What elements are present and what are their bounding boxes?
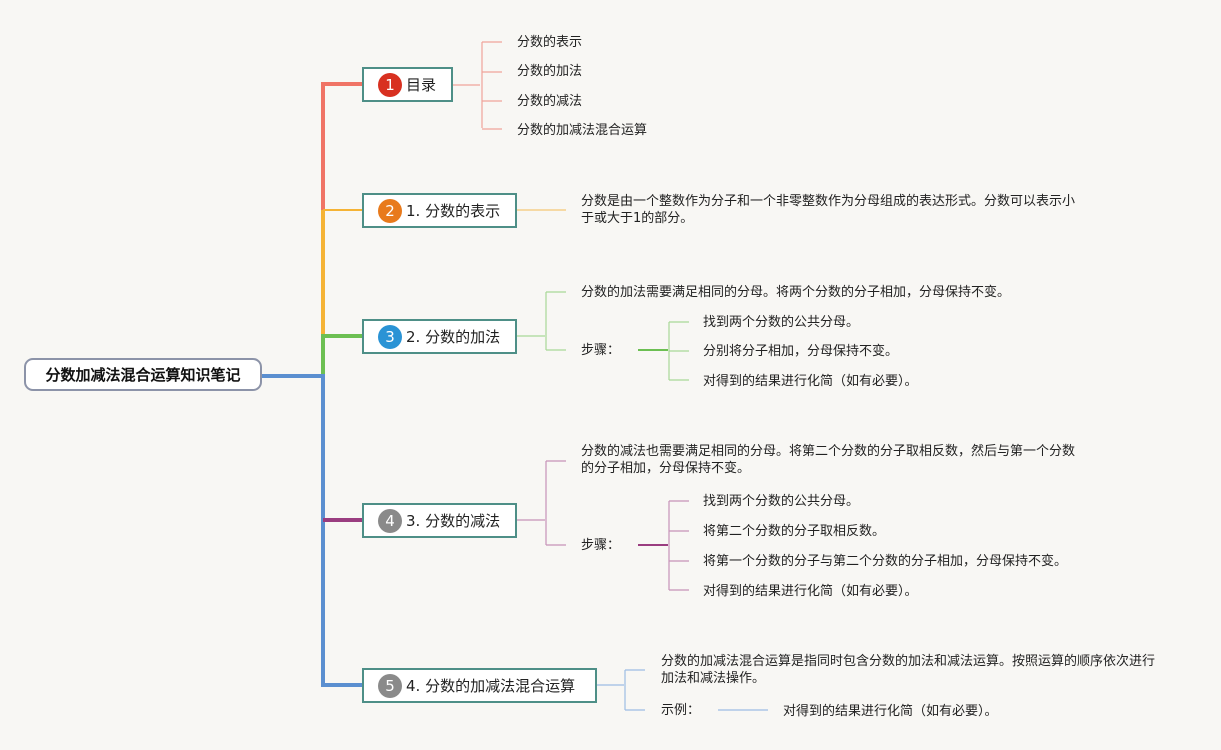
toc-item[interactable]: 分数的表示 [517,35,583,50]
topic4-connector [517,460,566,546]
topic3-steps-label: 步骤： [581,343,621,358]
topic4-steps-label: 步骤： [581,538,621,553]
toc-item[interactable]: 分数的减法 [517,94,583,109]
number-4-badge-icon: 4 [378,508,402,533]
topic4-step: 找到两个分数的公共分母。 [703,494,860,509]
topic3-step: 找到两个分数的公共分母。 [703,315,860,330]
topic2-description: 分数是由一个整数作为分子和一个非零整数作为分母组成的表达形式。分数可以表示小于或… [581,194,1076,226]
toc-item[interactable]: 分数的加法 [517,64,583,79]
root-topic[interactable]: 分数加减法混合运算知识笔记 [24,358,262,391]
topic4-step: 对得到的结果进行化简（如有必要）。 [703,584,918,599]
topic5-connector [597,669,645,711]
topic4-description: 分数的减法也需要满足相同的分母。将第二个分数的分子取相反数，然后与第一个分数的分… [581,444,1076,476]
toc-connector [453,41,502,130]
number-1-badge-icon: 1 [378,72,402,97]
topic3-step: 分别将分子相加，分母保持不变。 [703,344,899,359]
topic3-description: 分数的加法需要满足相同的分母。将两个分数的分子相加，分母保持不变。 [581,285,1011,300]
number-5-badge-icon: 5 [378,673,402,698]
topic-toc[interactable]: 1 目录 [362,67,453,102]
topic-label: 2. 分数的加法 [406,328,501,346]
topic-label: 4. 分数的加减法混合运算 [406,677,576,695]
topic-label: 1. 分数的表示 [406,202,501,220]
topic4-step: 将第一个分数的分子与第二个分数的分子相加，分母保持不变。 [703,554,1068,569]
topic5-example: 对得到的结果进行化简（如有必要）。 [783,704,998,719]
topic3-connector [517,291,566,351]
topic5-description: 分数的加减法混合运算是指同时包含分数的加法和减法运算。按照运算的顺序依次进行加法… [661,654,1156,686]
topic-label: 3. 分数的减法 [406,512,501,530]
topic-fraction-representation[interactable]: 2 1. 分数的表示 [362,193,517,228]
root-title: 分数加减法混合运算知识笔记 [45,366,241,384]
topic-fraction-addition[interactable]: 3 2. 分数的加法 [362,319,517,354]
topic4-step: 将第二个分数的分子取相反数。 [703,524,886,539]
topic3-step: 对得到的结果进行化简（如有必要）。 [703,374,918,389]
number-2-badge-icon: 2 [378,198,402,223]
number-3-badge-icon: 3 [378,324,402,349]
topic-label: 目录 [406,76,437,94]
toc-item[interactable]: 分数的加减法混合运算 [517,123,648,138]
topic-fraction-subtraction[interactable]: 4 3. 分数的减法 [362,503,517,538]
topic-mixed-operations[interactable]: 5 4. 分数的加减法混合运算 [362,668,597,703]
topic5-example-label: 示例： [661,703,701,718]
